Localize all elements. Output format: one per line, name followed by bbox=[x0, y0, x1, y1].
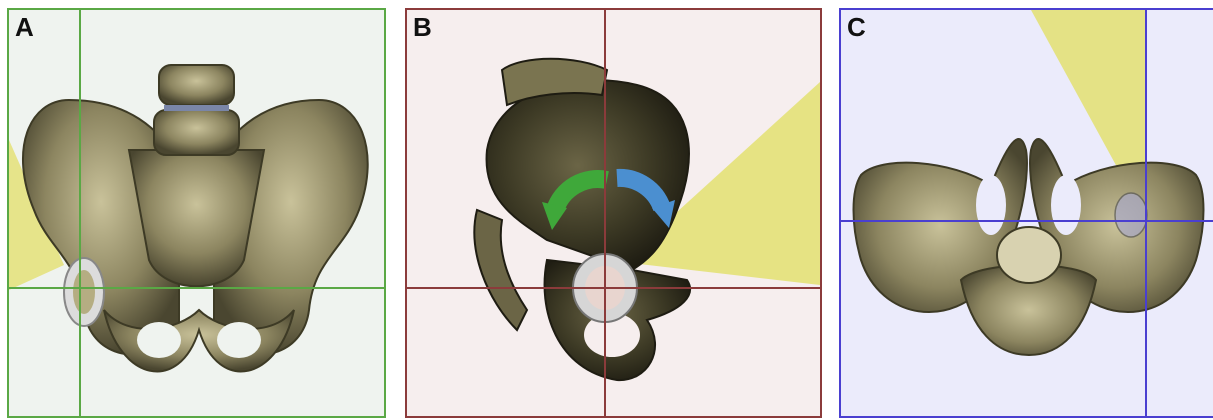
pelvis-lateral-illustration bbox=[407, 10, 820, 416]
panel-label-c: C bbox=[847, 14, 866, 40]
pelvis-superior-illustration bbox=[841, 10, 1213, 416]
obturator-foramen-right bbox=[217, 322, 261, 358]
intervertebral-disc bbox=[164, 105, 229, 111]
panel-a: A bbox=[7, 8, 386, 418]
panel-b: B bbox=[405, 8, 822, 418]
obturator-foramen-left bbox=[137, 322, 181, 358]
coccyx bbox=[474, 210, 527, 330]
obturator-foramen-left bbox=[976, 175, 1006, 235]
panel-label-b: B bbox=[413, 14, 432, 40]
lumbar-vertebra-upper bbox=[159, 65, 234, 105]
vertebral-body bbox=[997, 227, 1061, 283]
panel-label-a: A bbox=[15, 14, 34, 40]
pelvis-anterior-illustration bbox=[9, 10, 384, 416]
obturator-foramen-right bbox=[1051, 175, 1081, 235]
panel-c: C bbox=[839, 8, 1213, 418]
lumbar-vertebra-lower bbox=[154, 110, 239, 155]
acetabular-cup-ring bbox=[1115, 193, 1147, 237]
acetabular-cup-inner bbox=[73, 270, 95, 314]
